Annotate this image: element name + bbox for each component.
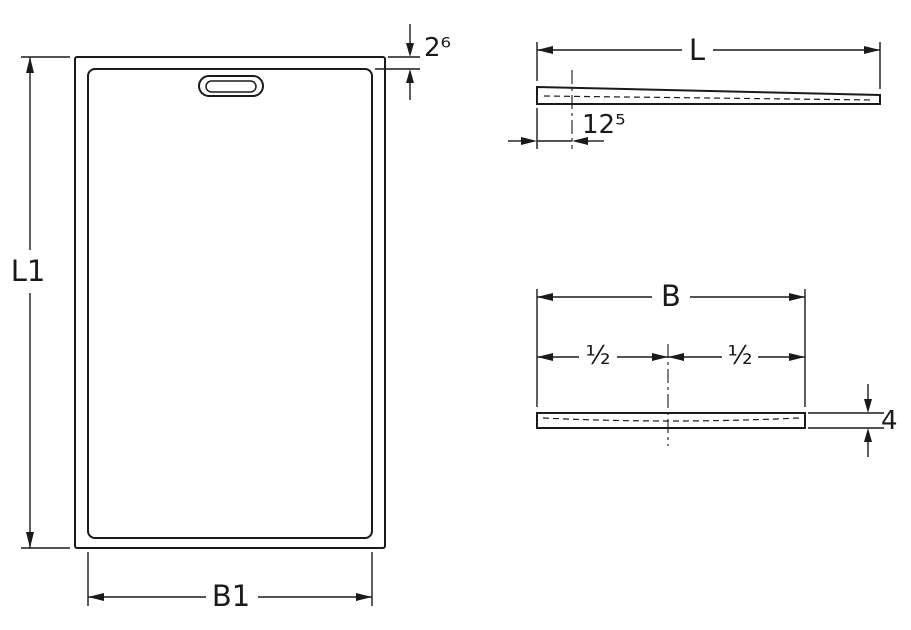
dim-label-L1: L1 — [11, 254, 46, 288]
dimension-B: B — [536, 279, 806, 407]
tray-side-profile — [536, 85, 881, 105]
dimension-arrow — [406, 69, 414, 83]
dim-label-thickness: 4 — [881, 406, 898, 436]
dimension-B1: B1 — [87, 552, 373, 613]
dim-label-B: B — [661, 279, 681, 313]
dimension-arrow — [652, 353, 668, 361]
hidden-surface-line — [542, 417, 800, 422]
dim-label-half-right: ½ — [727, 341, 752, 371]
dimension-L1: L1 — [11, 56, 70, 549]
dim-label-B1: B1 — [212, 579, 250, 613]
front-view: B ½ ½ — [536, 279, 898, 457]
dimension-half-left: ½ — [537, 341, 668, 371]
dimension-arrow — [26, 57, 34, 73]
dimension-arrow — [789, 353, 805, 361]
dimension-arrow — [572, 137, 588, 145]
dimension-arrow — [864, 399, 872, 413]
dimension-arrow — [537, 46, 553, 54]
dimension-drain-offset: 12⁵ — [508, 108, 626, 149]
hidden-surface-line — [543, 95, 875, 101]
dimension-half-right: ½ — [668, 341, 805, 371]
tray-front-profile — [536, 412, 806, 429]
dimension-L: L — [536, 33, 881, 89]
dim-label-half-left: ½ — [585, 341, 610, 371]
dimension-arrow — [356, 593, 372, 601]
dimension-arrow — [668, 353, 684, 361]
dimension-arrow — [406, 43, 414, 57]
side-view: L 12⁵ — [508, 33, 881, 149]
dimension-thickness: 4 — [808, 384, 898, 457]
dim-label-rim: 2⁶ — [424, 33, 451, 63]
plan-view: L1 2⁶ B1 — [11, 24, 451, 613]
dimension-arrow — [26, 532, 34, 548]
tray-outer-edge — [74, 56, 386, 549]
tray-inner-edge — [87, 68, 373, 539]
dimension-arrow — [864, 428, 872, 442]
dimension-arrow — [864, 46, 880, 54]
drain-outlet-inner — [205, 80, 257, 93]
dimension-arrow — [789, 293, 805, 301]
dimension-rim: 2⁶ — [375, 24, 451, 100]
dim-label-L: L — [689, 33, 705, 67]
dimension-arrow — [88, 593, 104, 601]
dimension-arrow — [537, 293, 553, 301]
dimension-arrow — [521, 137, 537, 145]
dimension-arrow — [537, 353, 553, 361]
dim-label-drain-offset: 12⁵ — [582, 110, 626, 140]
drain-outlet-outer — [198, 75, 264, 97]
